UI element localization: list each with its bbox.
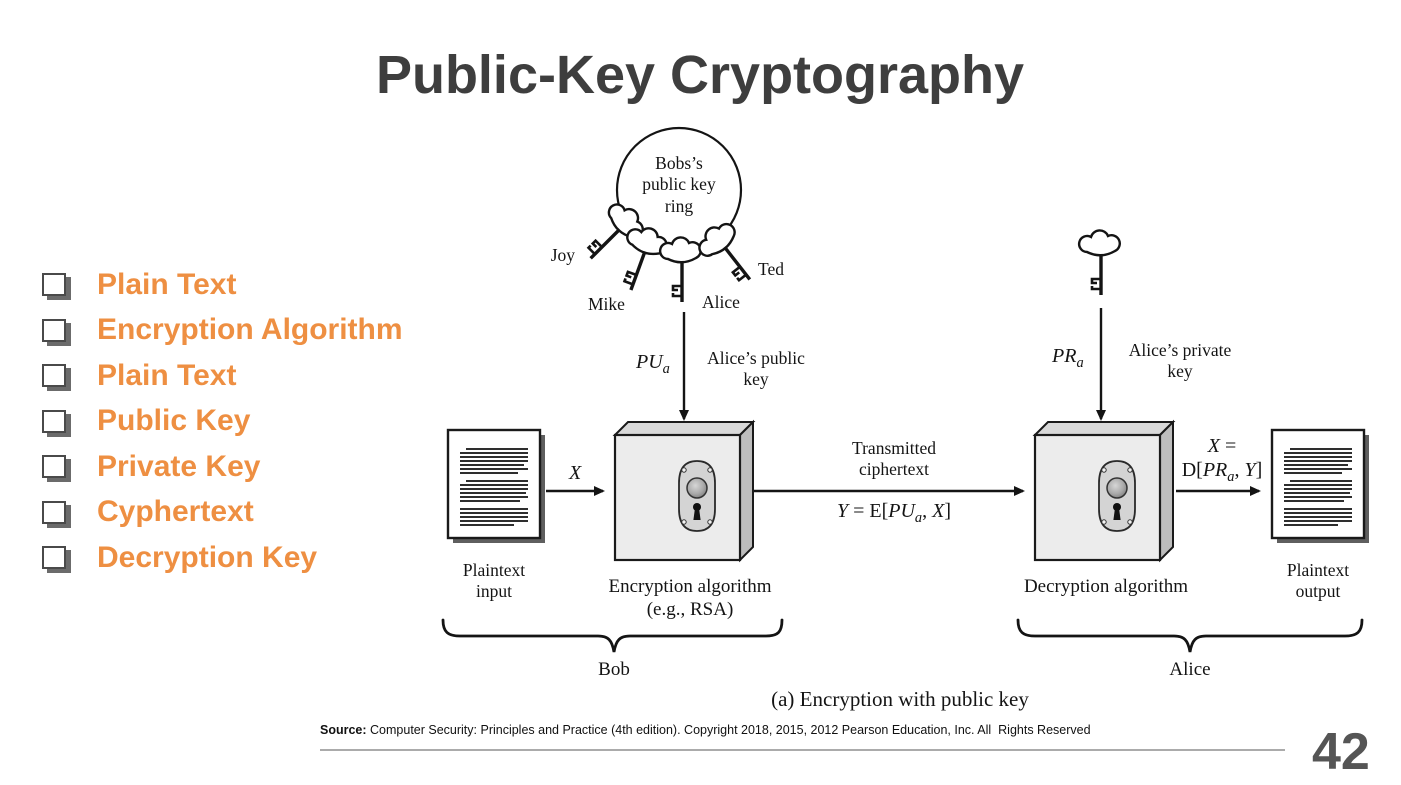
plaintext-output-label: Plaintext output — [1286, 560, 1350, 602]
footer-divider — [320, 749, 1285, 751]
list-item: Private Key — [42, 444, 403, 490]
encryption-box-icon — [613, 420, 755, 562]
page-number: 42 — [1312, 723, 1370, 781]
key-owner-alice: Alice — [702, 292, 740, 312]
key-owner-ted: Ted — [758, 259, 784, 279]
bullet-label: Encryption Algorithm — [97, 313, 403, 347]
checkbox-bullet-icon — [42, 455, 66, 479]
checkbox-bullet-icon — [42, 273, 66, 297]
plaintext-equation: X = D[PRa, Y] — [1181, 435, 1263, 486]
source-text: Computer Security: Principles and Practi… — [366, 723, 1091, 737]
source-label: Source: — [320, 723, 367, 737]
public-key-symbol: PUa — [636, 351, 670, 377]
encryption-box-label: Encryption algorithm (e.g., RSA) — [608, 576, 772, 621]
figure-caption: (a) Encryption with public key — [771, 687, 1029, 711]
bullet-list: Plain Text Encryption Algorithm Plain Te… — [42, 262, 403, 581]
key-owner-joy: Joy — [550, 245, 575, 265]
alice-brace — [1016, 618, 1364, 653]
list-item: Decryption Key — [42, 535, 403, 581]
transmitted-ciphertext-label: Transmitted ciphertext — [852, 438, 936, 480]
alice-brace-label: Alice — [1169, 659, 1211, 680]
decryption-box-label: Decryption algorithm — [1023, 576, 1189, 597]
list-item: Cyphertext — [42, 490, 403, 536]
checkbox-bullet-icon — [42, 409, 66, 433]
bob-brace — [441, 618, 784, 653]
plaintext-input-doc-icon — [446, 428, 547, 545]
bullet-label: Decryption Key — [97, 540, 318, 574]
checkbox-bullet-icon — [42, 546, 66, 570]
bob-brace-label: Bob — [598, 659, 630, 680]
decryption-box-icon — [1033, 420, 1175, 562]
bullet-label: Cyphertext — [97, 495, 254, 529]
list-item: Encryption Algorithm — [42, 308, 403, 354]
list-item: Public Key — [42, 399, 403, 445]
list-item: Plain Text — [42, 262, 403, 308]
public-key-label: Alice’s public key — [707, 348, 805, 390]
slide-title: Public-Key Cryptography — [375, 45, 1025, 105]
key-owner-mike: Mike — [588, 294, 625, 314]
checkbox-bullet-icon — [42, 500, 66, 524]
plaintext-input-label: Plaintext input — [462, 560, 526, 602]
message-x-label: X — [569, 462, 582, 484]
checkbox-bullet-icon — [42, 318, 66, 342]
private-key-label: Alice’s private key — [1128, 340, 1232, 382]
key-icon-private — [1077, 228, 1122, 297]
bullet-label: Plain Text — [97, 358, 237, 392]
key-ring-label: Bobs’s public key ring — [642, 153, 716, 216]
key-icon-alice — [658, 235, 703, 304]
checkbox-bullet-icon — [42, 364, 66, 388]
list-item: Plain Text — [42, 353, 403, 399]
bullet-label: Plain Text — [97, 267, 237, 301]
bullet-label: Public Key — [97, 404, 251, 438]
bullet-label: Private Key — [97, 449, 261, 483]
plaintext-output-doc-icon — [1270, 428, 1371, 545]
ciphertext-equation: Y = E[PUa, X] — [836, 500, 952, 526]
source-citation: Source: Computer Security: Principles an… — [320, 723, 1091, 737]
private-key-symbol: PRa — [1052, 345, 1084, 371]
